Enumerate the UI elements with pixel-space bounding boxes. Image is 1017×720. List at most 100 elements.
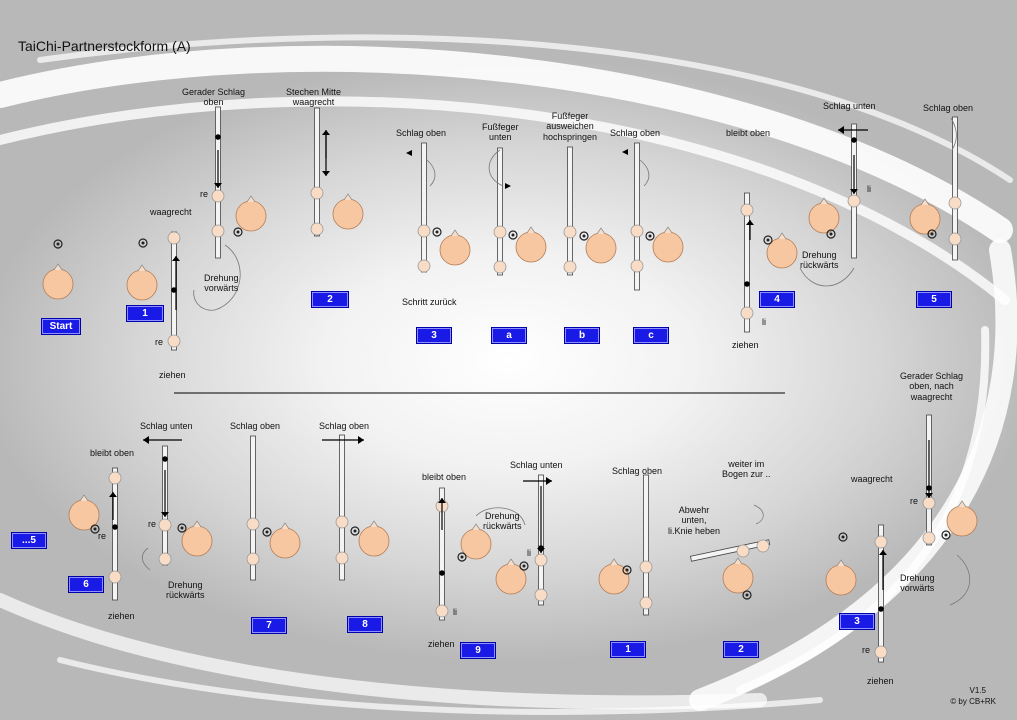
hand <box>740 203 754 217</box>
person-nose <box>663 226 673 234</box>
arrow-head-icon <box>546 477 552 485</box>
rotation-arc <box>193 244 241 311</box>
hand <box>630 259 644 273</box>
person-head <box>235 200 267 232</box>
label-li-4: li <box>762 317 766 327</box>
badge-start: Start <box>41 318 81 335</box>
stick <box>689 539 771 562</box>
foot-print-icon <box>236 230 240 234</box>
foot-print-icon <box>56 242 60 246</box>
foot-print-icon <box>941 530 951 540</box>
hand <box>948 232 962 246</box>
label-ziehen-1: ziehen <box>159 370 186 380</box>
person-head <box>358 525 390 557</box>
badge-b3: 3 <box>839 613 875 630</box>
stick <box>634 142 640 291</box>
foot-print-icon <box>645 231 655 241</box>
badge-5: 5 <box>916 291 952 308</box>
person-head <box>722 562 754 594</box>
foot-print-icon <box>53 239 63 249</box>
stick <box>952 116 958 261</box>
arrow-head-icon <box>746 220 754 225</box>
stick <box>497 147 503 276</box>
stick-dot <box>439 570 445 576</box>
hand <box>335 515 349 529</box>
person-head <box>598 563 630 595</box>
foot-print-icon <box>522 564 526 568</box>
hand <box>246 552 260 566</box>
label-re-1b: re <box>155 337 164 347</box>
person-head <box>825 564 857 596</box>
person-nose <box>53 263 63 271</box>
foot-print-icon <box>648 234 652 238</box>
hand <box>736 544 750 558</box>
person-nose <box>609 558 619 566</box>
label-waagrecht-1: waagrecht <box>150 207 192 217</box>
hand <box>417 259 431 273</box>
badge-9: 9 <box>460 642 496 659</box>
arrow-head-icon <box>161 512 169 517</box>
page-title: TaiChi-Partnerstockform (A) <box>18 38 191 54</box>
label-schlag-oben-b1: Schlag oben <box>612 466 663 476</box>
credit-label: © by CB+RK <box>950 697 996 706</box>
label-bleibt-oben-4: bleibt oben <box>726 128 771 138</box>
label-schritt-zurueck: Schritt zurück <box>402 297 457 307</box>
arrow-head-icon <box>358 436 364 444</box>
badge-c: c <box>633 327 669 344</box>
stick <box>339 434 345 581</box>
hand <box>740 306 754 320</box>
hand <box>108 570 122 584</box>
person-nose <box>369 520 379 528</box>
arrow-head-icon <box>214 183 222 188</box>
label-schlag-oben-8: Schlag oben <box>319 421 370 431</box>
hand <box>948 196 962 210</box>
foot-print-icon <box>93 527 97 531</box>
foot-print-icon <box>460 555 464 559</box>
person-head <box>808 202 840 234</box>
foot-print-icon <box>262 527 272 537</box>
hand <box>211 189 225 203</box>
badge-4: 4 <box>759 291 795 308</box>
stick <box>643 474 649 616</box>
label-bleibt-oben-9: bleibt oben <box>422 472 467 482</box>
person-nose <box>450 229 460 237</box>
person-nose <box>596 227 606 235</box>
person-nose <box>819 197 829 205</box>
rotation-arc <box>426 159 436 187</box>
stick <box>744 192 750 333</box>
foot-print-icon <box>90 524 100 534</box>
arrow-head-icon <box>109 492 117 497</box>
foot-print-icon <box>582 234 586 238</box>
rotation-arc <box>950 117 957 151</box>
hand <box>310 186 324 200</box>
badge-b: b <box>564 327 600 344</box>
foot-print-icon <box>511 233 515 237</box>
hand <box>493 260 507 274</box>
label-ziehen-b3: ziehen <box>867 676 894 686</box>
person-head <box>515 231 547 263</box>
foot-print-icon <box>265 530 269 534</box>
label-re-b3b: re <box>862 645 871 655</box>
hand <box>639 596 653 610</box>
rotation-arc <box>949 554 971 606</box>
rotation-arc <box>753 504 764 525</box>
stick-dot <box>215 134 221 140</box>
label-schlag-unten-6: Schlag unten <box>140 421 193 431</box>
stick <box>567 146 573 276</box>
person-nose <box>836 559 846 567</box>
stick-dot <box>851 137 857 143</box>
hand <box>922 531 936 545</box>
foot-print-icon <box>622 565 632 575</box>
label-schlag-unten-9: Schlag unten <box>510 460 563 470</box>
label-schlag-unten-5: Schlag unten <box>823 101 876 111</box>
foot-print-icon <box>826 229 836 239</box>
hand <box>417 224 431 238</box>
hand <box>335 551 349 565</box>
stick <box>112 467 118 601</box>
